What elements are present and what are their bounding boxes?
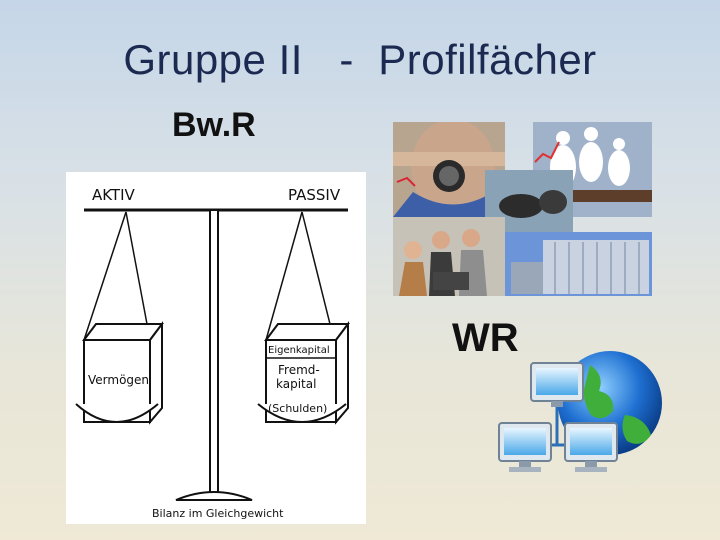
balance-caption: Bilanz im Gleichgewicht: [152, 507, 284, 520]
vermoegen-label: Vermögen: [88, 373, 149, 387]
fremdkapital-label-2: kapital: [276, 377, 316, 391]
balance-scale-illustration: AKTIV PASSIV Vermögen Eigenkapital Fremd: [66, 172, 366, 524]
bwr-heading: Bw.R: [172, 106, 256, 144]
aktiv-label: AKTIV: [92, 186, 136, 204]
passiv-label: PASSIV: [288, 186, 341, 204]
business-collage-image: [393, 119, 652, 296]
fremdkapital-label-1: Fremd-: [278, 363, 320, 377]
schulden-label: (Schulden): [268, 402, 327, 415]
slide-title: Gruppe II - Profilfächer: [123, 36, 597, 83]
scale-base: [175, 491, 253, 501]
kapital-box: Eigenkapital Fremd- kapital (Schulden): [257, 321, 350, 425]
scale-post: [209, 209, 219, 501]
network-globe-icon: [495, 345, 665, 495]
vermoegen-box: Vermögen: [75, 321, 164, 425]
wr-heading: WR: [452, 316, 519, 360]
eigenkapital-label: Eigenkapital: [268, 345, 330, 356]
